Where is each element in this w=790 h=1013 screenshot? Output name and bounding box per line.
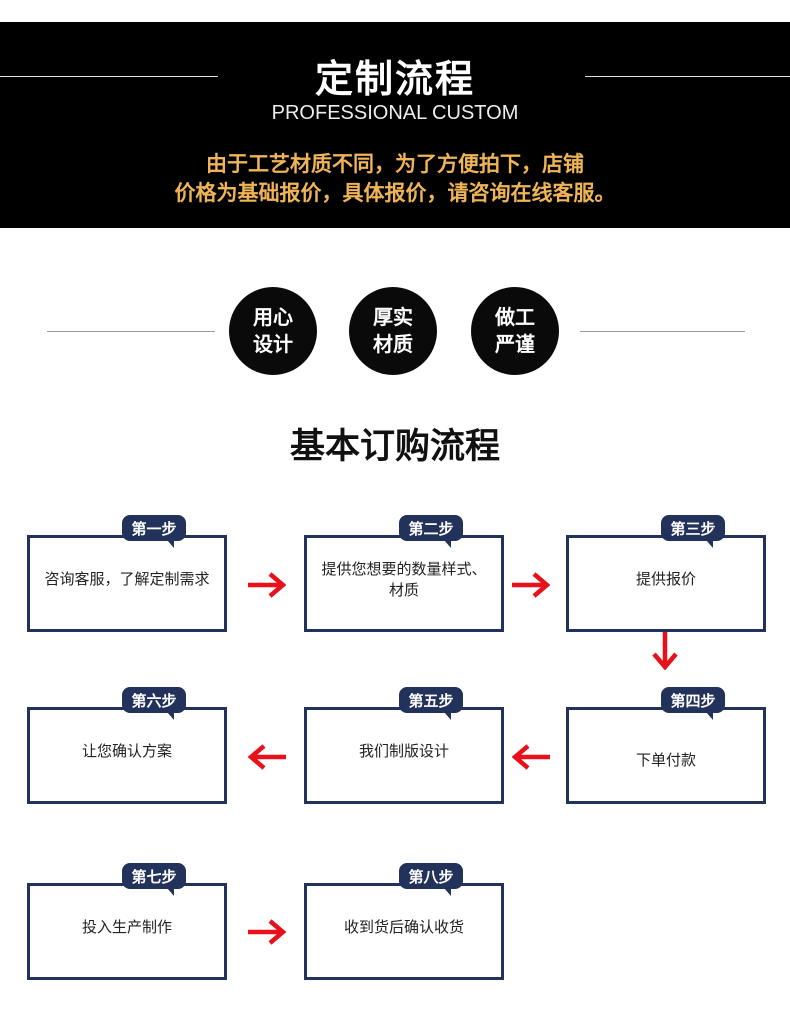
step-text: 让您确认方案 — [81, 742, 172, 760]
step-badge: 第六步 — [122, 687, 186, 720]
step-box: 收到货后确认收货 — [304, 883, 504, 980]
divider — [47, 331, 215, 332]
feature-badge: 用心设计 — [229, 287, 317, 375]
header-banner: 定制流程 PROFESSIONAL CUSTOM 由于工艺材质不同，为了方便拍下… — [0, 22, 790, 228]
feature-badge: 厚实材质 — [349, 287, 437, 375]
step-box: 下单付款 — [566, 707, 766, 804]
step-badge: 第四步 — [661, 687, 725, 720]
step-text: 提供您想要的数量样式、材质 — [321, 559, 487, 599]
step-badge: 第三步 — [661, 515, 725, 548]
step-badge: 第五步 — [399, 687, 463, 720]
step-box: 我们制版设计 — [304, 707, 504, 804]
arrow-icon — [248, 919, 286, 945]
arrow-icon — [248, 744, 286, 770]
feature-badge: 做工严谨 — [471, 287, 559, 375]
arrow-icon — [248, 572, 286, 598]
step-text: 收到货后确认收货 — [343, 918, 464, 936]
step-badge: 第八步 — [399, 863, 463, 896]
divider — [585, 76, 790, 77]
step-text: 投入生产制作 — [81, 918, 172, 936]
note-line: 价格为基础报价，具体报价，请咨询在线客服。 — [174, 181, 616, 205]
step-badge: 第七步 — [122, 863, 186, 896]
step-text: 咨询客服，了解定制需求 — [44, 570, 210, 588]
subtitle: PROFESSIONAL CUSTOM — [271, 102, 519, 124]
step-text: 提供报价 — [635, 570, 696, 588]
divider — [580, 331, 745, 332]
step-badge: 第二步 — [399, 515, 463, 548]
page-title: 定制流程 — [314, 57, 475, 101]
step-box: 提供报价 — [566, 535, 766, 632]
step-text: 下单付款 — [635, 751, 696, 769]
arrow-icon — [512, 744, 550, 770]
process-title: 基本订购流程 — [289, 427, 500, 467]
step-text: 我们制版设计 — [358, 742, 449, 760]
divider — [0, 76, 218, 77]
step-box: 咨询客服，了解定制需求 — [27, 535, 227, 632]
note-line: 由于工艺材质不同，为了方便拍下，店铺 — [206, 152, 584, 176]
step-box: 投入生产制作 — [27, 883, 227, 980]
arrow-icon — [652, 632, 678, 670]
step-box: 提供您想要的数量样式、材质 — [304, 535, 504, 632]
step-box: 让您确认方案 — [27, 707, 227, 804]
step-badge: 第一步 — [122, 515, 186, 548]
arrow-icon — [512, 572, 550, 598]
